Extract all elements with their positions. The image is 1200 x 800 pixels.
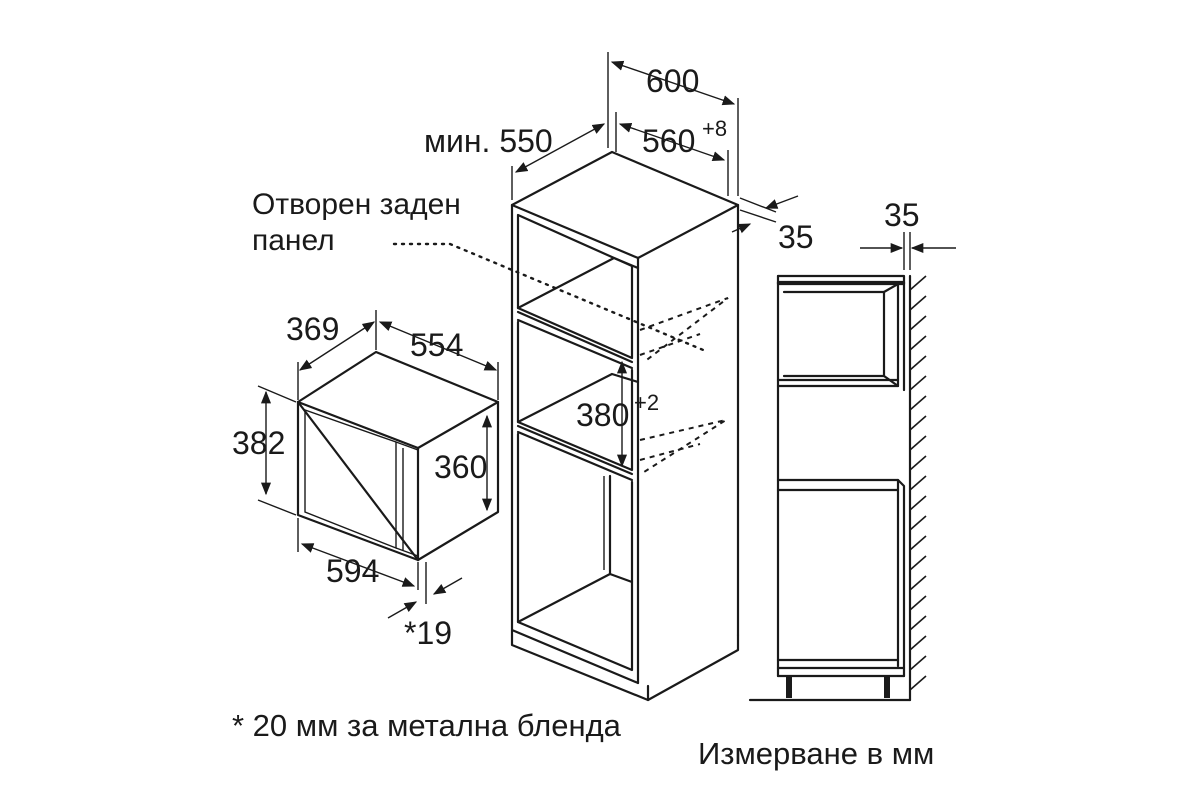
dim-19-label: *19 <box>404 615 452 651</box>
dim-35-top-label: 35 <box>778 219 814 255</box>
side-section-view: 35 <box>748 197 956 702</box>
dim-382-label: 382 <box>232 425 285 461</box>
dim-369-label: 369 <box>286 311 339 347</box>
dim-360-label: 360 <box>434 449 487 485</box>
microwave-dimensions: 369 554 382 360 594 *19 <box>232 310 499 651</box>
dim-560-label: 560 <box>642 123 695 159</box>
dim-380-label: 380 <box>576 397 629 433</box>
dim-560-tolerance: +8 <box>702 116 727 141</box>
units-note: Измерване в мм <box>698 736 934 771</box>
cabinet-dimensions: 600 мин. 550 560 +8 35 380 +2 <box>424 52 814 468</box>
open-back-label-line1: Отворен заден <box>252 188 461 221</box>
footnote-metal-trim: * 20 мм за метална бленда <box>232 708 622 743</box>
svg-text:380: 380 <box>576 397 629 433</box>
dim-594-label: 594 <box>326 553 379 589</box>
dim-380-tolerance: +2 <box>634 390 659 415</box>
dim-min-550-label: мин. 550 <box>424 123 553 159</box>
tall-cabinet <box>510 150 740 702</box>
dim-35-side-label: 35 <box>884 197 920 233</box>
open-back-label-line2: панел <box>252 224 335 257</box>
dim-600-label: 600 <box>646 63 699 99</box>
dim-554-label: 554 <box>410 327 463 363</box>
open-back-leader <box>392 242 710 354</box>
svg-text:560: 560 <box>642 123 695 159</box>
